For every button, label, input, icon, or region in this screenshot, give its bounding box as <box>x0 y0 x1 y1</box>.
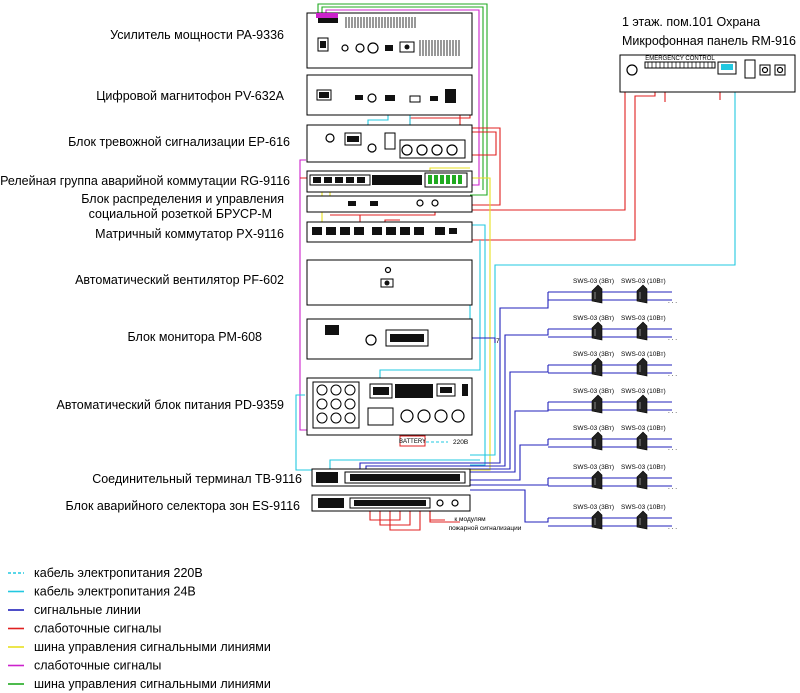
speaker-10w-label: SWS-03 (10Вт) <box>621 315 666 322</box>
speaker-row: SWS-03 (3Вт) SWS-03 (10Вт) . . . <box>573 351 677 378</box>
label-pm: Блок монитора PM-608 <box>127 330 262 344</box>
speaker-3w-label: SWS-03 (3Вт) <box>573 464 614 471</box>
fire-modules-label-1: к модулям <box>454 516 486 523</box>
speaker-icon <box>636 321 648 341</box>
speaker-icon <box>591 510 603 530</box>
legend-entry: сигнальные линии <box>8 603 141 617</box>
speaker-continuation: . . . <box>668 445 677 452</box>
count-label: 7 <box>496 338 500 345</box>
mains-label: 220В <box>453 439 468 446</box>
speaker-3w-label: SWS-03 (3Вт) <box>573 351 614 358</box>
label-pv: Цифровой магнитофон PV-632A <box>96 89 284 103</box>
label-brusr-1: Блок распределения и управления <box>81 192 284 206</box>
unit-pm-608 <box>306 318 473 360</box>
rack-units <box>306 12 473 512</box>
speaker-icon <box>591 431 603 451</box>
unit-rg-9116 <box>306 170 473 193</box>
speaker-icon <box>591 284 603 304</box>
speaker-3w-label: SWS-03 (3Вт) <box>573 315 614 322</box>
unit-tb-9116 <box>311 468 471 487</box>
legend-label: слаботочные сигналы <box>34 622 161 636</box>
unit-pf-602 <box>306 259 473 306</box>
legend: кабель электропитания 220В кабель электро… <box>8 566 271 691</box>
speaker-row: SWS-03 (3Вт) SWS-03 (10Вт) . . . <box>573 278 677 305</box>
legend-label: слаботочные сигналы <box>34 659 161 673</box>
speaker-icon <box>636 510 648 530</box>
speaker-icon <box>591 470 603 490</box>
speaker-row: SWS-03 (3Вт) SWS-03 (10Вт) . . . <box>573 504 677 531</box>
legend-entry: кабель электропитания 220В <box>8 566 203 580</box>
speaker-continuation: . . . <box>668 335 677 342</box>
annotations: BATTERY 220В к модулям пожарной сигнализ… <box>399 338 522 532</box>
microphone-icon <box>626 64 638 76</box>
speaker-row: SWS-03 (3Вт) SWS-03 (10Вт) . . . <box>573 425 677 452</box>
speakers: SWS-03 (3Вт)SWS-03 (10Вт). . .SWS-03 (3В… <box>573 278 677 531</box>
speaker-icon <box>591 321 603 341</box>
remote-mic-panel: 1 этаж. пом.101 Охрана Микрофонная панел… <box>619 15 796 93</box>
unit-labels: Усилитель мощности PA-9336 Цифровой магн… <box>0 28 302 513</box>
speaker-10w-label: SWS-03 (10Вт) <box>621 388 666 395</box>
unit-pv-632a <box>306 74 473 116</box>
speaker-icon <box>636 470 648 490</box>
legend-entry: слаботочные сигналы <box>8 659 161 673</box>
speaker-10w-label: SWS-03 (10Вт) <box>621 351 666 358</box>
legend-label: сигнальные линии <box>34 603 141 617</box>
legend-entry: шина управления сигнальными линиями <box>8 640 271 654</box>
speaker-3w-label: SWS-03 (3Вт) <box>573 388 614 395</box>
speaker-icon <box>591 394 603 414</box>
label-pf: Автоматический вентилятор PF-602 <box>75 273 284 287</box>
remote-location-label: 1 этаж. пом.101 Охрана <box>622 15 760 29</box>
battery-label: BATTERY <box>399 439 426 445</box>
unit-px-9116 <box>306 221 473 243</box>
speaker-continuation: . . . <box>668 484 677 491</box>
legend-label: шина управления сигнальными линиями <box>34 677 271 691</box>
speaker-3w-label: SWS-03 (3Вт) <box>573 425 614 432</box>
legend-entry: шина управления сигнальными линиями <box>8 677 271 691</box>
speaker-row: SWS-03 (3Вт) SWS-03 (10Вт) . . . <box>573 388 677 415</box>
label-es: Блок аварийного селектора зон ES-9116 <box>66 499 301 513</box>
label-pd: Автоматический блок питания PD-9359 <box>56 398 284 412</box>
speaker-continuation: . . . <box>668 408 677 415</box>
speaker-icon <box>636 284 648 304</box>
speaker-icon <box>636 431 648 451</box>
legend-label: кабель электропитания 220В <box>34 566 203 580</box>
legend-entry: слаботочные сигналы <box>8 622 161 636</box>
label-ep: Блок тревожной сигнализации EP-616 <box>68 135 290 149</box>
battery-box <box>399 435 426 447</box>
label-rg: Релейная группа аварийной коммутации RG-… <box>0 174 290 188</box>
speaker-row: SWS-03 (3Вт) SWS-03 (10Вт) . . . <box>573 464 677 491</box>
speaker-10w-label: SWS-03 (10Вт) <box>621 504 666 511</box>
speaker-continuation: . . . <box>668 524 677 531</box>
heatsink-icon <box>345 17 460 56</box>
unit-ep-616 <box>306 124 473 163</box>
remote-device-label: Микрофонная панель RM-916 <box>622 34 796 48</box>
label-tb: Соединительный терминал TB-9116 <box>92 472 302 486</box>
speaker-icon <box>636 394 648 414</box>
speaker-10w-label: SWS-03 (10Вт) <box>621 425 666 432</box>
speaker-icon <box>636 357 648 377</box>
unit-pa-9336 <box>306 12 473 69</box>
unit-brusr-m <box>306 195 473 213</box>
speaker-icon <box>591 357 603 377</box>
speaker-10w-label: SWS-03 (10Вт) <box>621 464 666 471</box>
speaker-continuation: . . . <box>668 371 677 378</box>
speaker-10w-label: SWS-03 (10Вт) <box>621 278 666 285</box>
speaker-row: SWS-03 (3Вт) SWS-03 (10Вт) . . . <box>573 315 677 342</box>
speaker-continuation: . . . <box>668 298 677 305</box>
speaker-3w-label: SWS-03 (3Вт) <box>573 278 614 285</box>
label-px: Матричный коммутатор PX-9116 <box>95 227 284 241</box>
legend-label: кабель электропитания 24В <box>34 585 196 599</box>
unit-pd-9359 <box>306 377 473 436</box>
legend-entry: кабель электропитания 24В <box>8 585 196 599</box>
fire-modules-label-2: пожарной сигнализации <box>449 524 522 532</box>
unit-es-9116 <box>311 494 471 512</box>
mic-panel-caption: EMERGENCY CONTROL <box>645 56 715 62</box>
label-brusr-2: социальной розеткой БРУСР-М <box>89 207 272 221</box>
legend-label: шина управления сигнальными линиями <box>34 640 271 654</box>
label-pa: Усилитель мощности PA-9336 <box>110 28 284 42</box>
speaker-3w-label: SWS-03 (3Вт) <box>573 504 614 511</box>
